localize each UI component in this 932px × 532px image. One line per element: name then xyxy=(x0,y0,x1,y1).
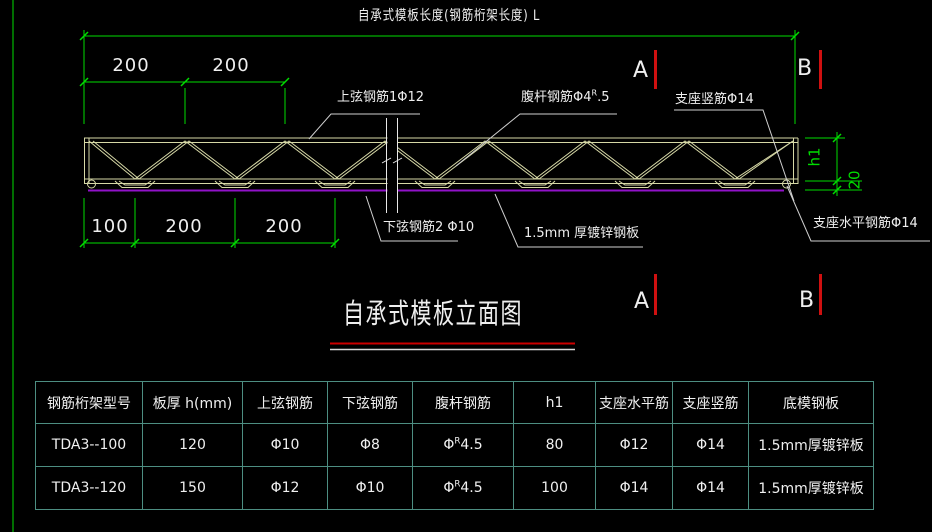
label-support-vertical-rebar: 支座竖筋Φ14 xyxy=(675,92,754,107)
table-cell: TDA3--100 xyxy=(35,423,143,467)
break-mask xyxy=(387,116,397,215)
table-cell: Φ14 xyxy=(672,466,749,510)
dim-top-2: 200 xyxy=(212,55,250,76)
table-cell: TDA3--120 xyxy=(35,466,143,510)
table-cell: Φ12 xyxy=(242,466,328,510)
table-cell: ΦR4.5 xyxy=(412,466,514,510)
top-length-label: 自承式模板长度(钢筋桁架长度) L xyxy=(358,8,541,24)
truss-drawing xyxy=(84,137,799,189)
header-cell: 钢筋桁架型号 xyxy=(35,381,143,424)
table-cell: 1.5mm厚镀锌板 xyxy=(748,466,874,510)
header-cell: 底模钢板 xyxy=(748,381,874,424)
header-cell: 板厚 h(mm) xyxy=(142,381,243,424)
leader-lines xyxy=(308,109,930,248)
dim-h1: h1 xyxy=(805,147,824,167)
dimension-ticks xyxy=(79,31,842,248)
header-cell: 支座水平筋 xyxy=(595,381,673,424)
table-cell: Φ12 xyxy=(595,423,673,467)
table-cell: ΦR4.5 xyxy=(412,423,514,467)
header-cell: 下弦钢筋 xyxy=(327,381,413,424)
dim-bottom-1: 100 xyxy=(91,216,129,237)
table-cell: 80 xyxy=(513,423,596,467)
header-cell: h1 xyxy=(513,381,596,424)
support-bar-section-left xyxy=(87,179,96,189)
label-top-chord-rebar: 上弦钢筋1Φ12 xyxy=(337,90,425,105)
section-marker-bars xyxy=(654,50,822,315)
table-cell: 100 xyxy=(513,466,596,510)
table-cell: Φ14 xyxy=(672,423,749,467)
section-b-bottom: B xyxy=(799,288,815,313)
section-a-bottom: A xyxy=(634,289,650,314)
dim-bottom-2: 200 xyxy=(165,216,203,237)
header-cell: 腹杆钢筋 xyxy=(412,381,514,424)
section-a-top: A xyxy=(633,58,649,83)
dimension-lines xyxy=(12,0,862,532)
label-bottom-chord-rebar: 下弦钢筋2 Φ10 xyxy=(383,220,475,235)
table-cell: 1.5mm厚镀锌板 xyxy=(748,423,874,467)
table-cell: Φ14 xyxy=(595,466,673,510)
table-cell: Φ10 xyxy=(242,423,328,467)
label-web-rebar: 腹杆钢筋Φ4R.5 xyxy=(521,88,610,105)
drawing-title: 自承式模板立面图 xyxy=(343,297,524,330)
table-cell: 120 xyxy=(142,423,243,467)
header-cell: 上弦钢筋 xyxy=(242,381,328,424)
table-cell: Φ8 xyxy=(327,423,413,467)
dim-bottom-3: 200 xyxy=(265,216,303,237)
table-cell: 150 xyxy=(142,466,243,510)
section-b-top: B xyxy=(797,56,813,81)
header-cell: 支座竖筋 xyxy=(672,381,749,424)
label-plate: 1.5mm 厚镀锌钢板 xyxy=(524,226,640,241)
dim-20: 20 xyxy=(845,170,864,190)
deck-rib-profiles xyxy=(114,180,756,188)
table-cell: Φ10 xyxy=(327,466,413,510)
dim-top-1: 200 xyxy=(112,55,150,76)
break-symbol xyxy=(381,118,403,213)
label-support-horizontal-rebar: 支座水平钢筋Φ14 xyxy=(813,216,918,231)
